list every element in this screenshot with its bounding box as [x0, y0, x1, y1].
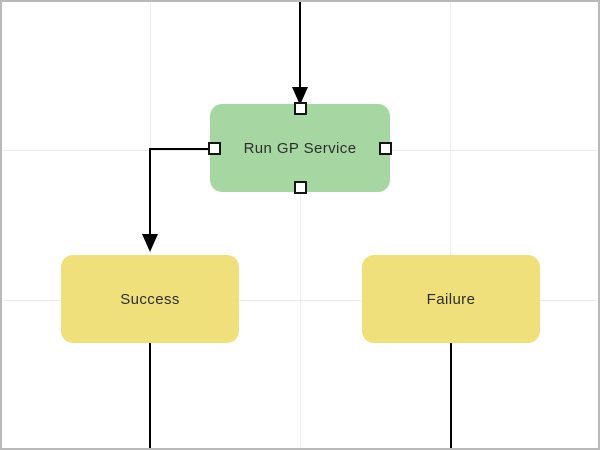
- node-success[interactable]: Success: [61, 255, 239, 343]
- node-label: Failure: [426, 290, 476, 308]
- arrowhead-icon: [292, 87, 308, 105]
- node-run-gp-service[interactable]: Run GP Service: [208, 102, 392, 194]
- connection-handle-right[interactable]: [379, 141, 392, 155]
- connection-handle-top[interactable]: [293, 102, 307, 115]
- connection-handle-bottom[interactable]: [293, 181, 307, 194]
- connector-line[interactable]: [149, 148, 214, 235]
- connector-start-to-run-gp-service[interactable]: [292, 2, 308, 105]
- node-label: Success: [120, 290, 180, 308]
- node-label: Run GP Service: [243, 139, 357, 157]
- arrowhead-icon: [142, 234, 158, 252]
- connection-handle-left[interactable]: [208, 141, 221, 155]
- connector-run-gp-service-to-success[interactable]: [142, 148, 214, 252]
- node-failure[interactable]: Failure: [362, 255, 540, 343]
